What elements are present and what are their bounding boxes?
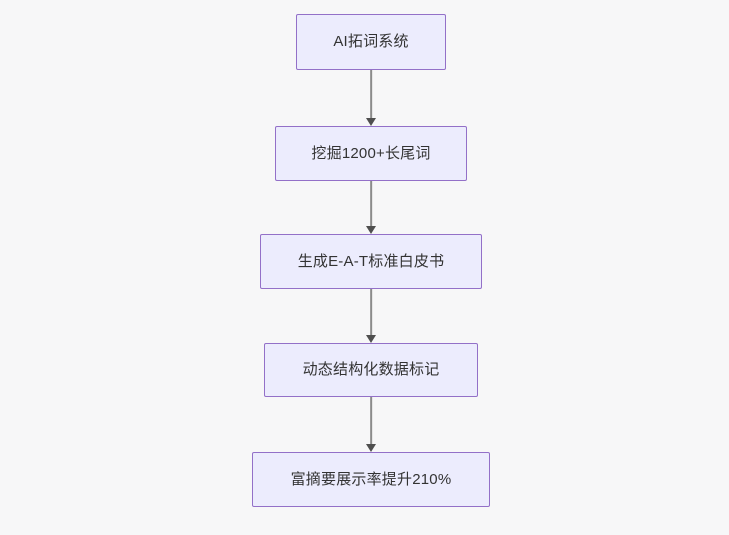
- flow-node-label: 挖掘1200+长尾词: [311, 144, 431, 162]
- arrowhead-down-icon: [366, 118, 376, 126]
- arrowhead-down-icon: [366, 335, 376, 343]
- flow-node-1[interactable]: AI拓词系统: [296, 14, 446, 70]
- flow-node-5[interactable]: 富摘要展示率提升210%: [252, 452, 490, 507]
- flow-node-label: AI拓词系统: [333, 33, 409, 50]
- connector-line: [370, 289, 372, 335]
- flow-connector-4: [364, 397, 378, 452]
- connector-line: [370, 181, 372, 226]
- flow-connector-3: [364, 289, 378, 343]
- flow-node-label: 动态结构化数据标记: [302, 361, 440, 378]
- arrowhead-down-icon: [366, 444, 376, 452]
- flow-node-label: 富摘要展示率提升210%: [290, 470, 452, 488]
- flow-connector-2: [364, 181, 378, 234]
- flow-connector-1: [364, 70, 378, 126]
- flow-node-3[interactable]: 生成E-A-T标准白皮书: [260, 234, 482, 289]
- flow-node-4[interactable]: 动态结构化数据标记: [264, 343, 478, 397]
- flow-node-2[interactable]: 挖掘1200+长尾词: [275, 126, 467, 181]
- connector-line: [370, 397, 372, 444]
- connector-line: [370, 70, 372, 118]
- flow-node-label: 生成E-A-T标准白皮书: [297, 252, 445, 270]
- arrowhead-down-icon: [366, 226, 376, 234]
